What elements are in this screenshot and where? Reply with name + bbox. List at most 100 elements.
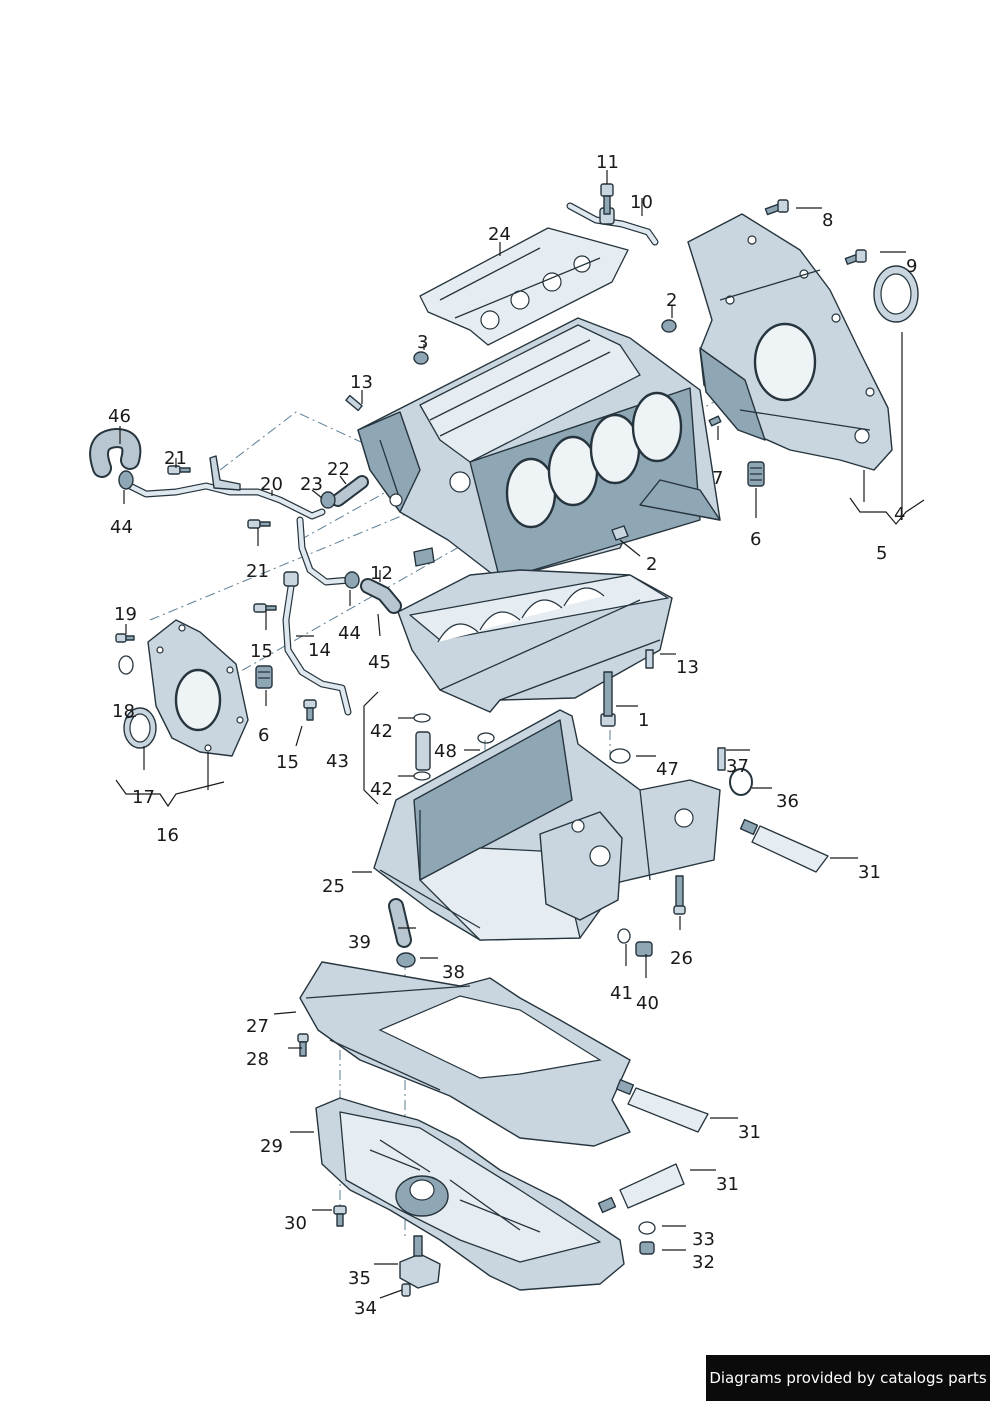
callout-32: 32 xyxy=(692,1252,715,1273)
cylinder-head-gasket xyxy=(419,227,629,346)
callout-42-lower: 42 xyxy=(370,779,393,800)
bolt-1 xyxy=(600,671,616,727)
dowel-13-upper xyxy=(345,394,363,412)
seal-33 xyxy=(638,1221,656,1235)
bolt-26 xyxy=(673,875,686,915)
callout-5: 5 xyxy=(876,543,887,564)
callout-28: 28 xyxy=(246,1049,269,1070)
callout-18: 18 xyxy=(112,701,135,722)
callout-17: 17 xyxy=(132,787,155,808)
pin-37 xyxy=(717,747,726,771)
callout-2-upper: 2 xyxy=(666,290,677,311)
damper-6-left xyxy=(255,665,273,689)
lower-oil-pan xyxy=(315,1097,625,1291)
callout-40: 40 xyxy=(636,993,659,1014)
callout-2-lower: 2 xyxy=(646,554,657,575)
seal-41 xyxy=(617,928,631,944)
drain-plug-32 xyxy=(639,1241,655,1255)
callout-36: 36 xyxy=(776,791,799,812)
clamp-44-upper xyxy=(118,470,134,490)
callout-46: 46 xyxy=(108,406,131,427)
callout-48: 48 xyxy=(434,741,457,762)
seal-17 xyxy=(123,707,157,749)
bolt-15-lower xyxy=(303,699,317,721)
callout-38: 38 xyxy=(442,962,465,983)
callout-30: 30 xyxy=(284,1213,307,1234)
callout-33: 33 xyxy=(692,1229,715,1250)
sealant-tube-middle xyxy=(615,1079,709,1133)
leader-lines xyxy=(115,170,925,1299)
callout-29: 29 xyxy=(260,1136,283,1157)
callout-37: 37 xyxy=(726,756,749,777)
callout-15-upper: 15 xyxy=(250,641,273,662)
seal-9 xyxy=(873,265,919,323)
bolt-8 xyxy=(764,199,789,216)
callout-44-lower: 44 xyxy=(338,623,361,644)
bolt-28 xyxy=(297,1033,309,1057)
callout-12: 12 xyxy=(370,563,393,584)
plug-40 xyxy=(635,941,653,957)
callout-26: 26 xyxy=(670,948,693,969)
o-ring-47 xyxy=(609,748,631,764)
bolt-21-upper xyxy=(167,465,191,475)
callout-7: 7 xyxy=(712,468,723,489)
oil-pipe-14 xyxy=(282,571,352,716)
callout-6-left: 6 xyxy=(258,725,269,746)
callout-43: 43 xyxy=(326,751,349,772)
bolt-9 xyxy=(844,249,867,265)
callout-11: 11 xyxy=(596,152,619,173)
damper-6-right xyxy=(747,461,765,487)
callout-39: 39 xyxy=(348,932,371,953)
bolt-34 xyxy=(401,1283,411,1297)
callout-24: 24 xyxy=(488,224,511,245)
callout-8: 8 xyxy=(822,210,833,231)
plug-3 xyxy=(413,351,429,365)
callout-13-upper: 13 xyxy=(350,372,373,393)
callout-4: 4 xyxy=(894,504,905,525)
callout-21-upper: 21 xyxy=(164,448,187,469)
hose-46 xyxy=(89,428,142,478)
callout-27: 27 xyxy=(246,1016,269,1037)
breather-pipe xyxy=(126,455,354,586)
callout-45: 45 xyxy=(368,652,391,673)
callout-3: 3 xyxy=(417,332,428,353)
callout-16: 16 xyxy=(156,825,179,846)
callout-42-upper: 42 xyxy=(370,721,393,742)
callout-44-upper: 44 xyxy=(110,517,133,538)
hose-45 xyxy=(360,578,402,614)
plug-2-upper xyxy=(661,319,677,333)
callout-35: 35 xyxy=(348,1268,371,1289)
hose-39 xyxy=(388,898,412,948)
rear-cover xyxy=(687,213,893,471)
credit-banner: Diagrams provided by catalogs parts xyxy=(706,1355,990,1401)
clamp-38 xyxy=(396,952,416,968)
callout-13-lower: 13 xyxy=(676,657,699,678)
callout-15-lower: 15 xyxy=(276,752,299,773)
hose-22 xyxy=(331,475,369,507)
dowel-13-lower xyxy=(645,649,654,669)
engine-block xyxy=(357,317,721,581)
sealant-tube-upper xyxy=(739,818,829,873)
callout-25: 25 xyxy=(322,876,345,897)
callout-14: 14 xyxy=(308,640,331,661)
o-ring-36 xyxy=(729,768,753,796)
callout-21-lower: 21 xyxy=(246,561,269,582)
sealant-tube-lower xyxy=(597,1163,685,1214)
oil-sensor-35 xyxy=(399,1235,441,1289)
callout-1: 1 xyxy=(638,710,649,731)
callout-19: 19 xyxy=(114,604,137,625)
front-cover xyxy=(147,619,249,757)
clamp-44-lower xyxy=(344,571,360,589)
dowel-7 xyxy=(708,415,722,427)
callout-23: 23 xyxy=(300,474,323,495)
oil-pan-baffle xyxy=(299,961,631,1147)
bolt-21-lower xyxy=(247,519,271,529)
sleeve-43 xyxy=(413,713,431,781)
callout-9: 9 xyxy=(906,256,917,277)
callout-labels: 11 10 8 9 24 2 3 13 46 21 20 23 22 44 21… xyxy=(108,152,917,1319)
callout-6-right: 6 xyxy=(750,529,761,550)
bolt-30 xyxy=(333,1205,347,1227)
callout-47: 47 xyxy=(656,759,679,780)
callout-22: 22 xyxy=(327,459,350,480)
